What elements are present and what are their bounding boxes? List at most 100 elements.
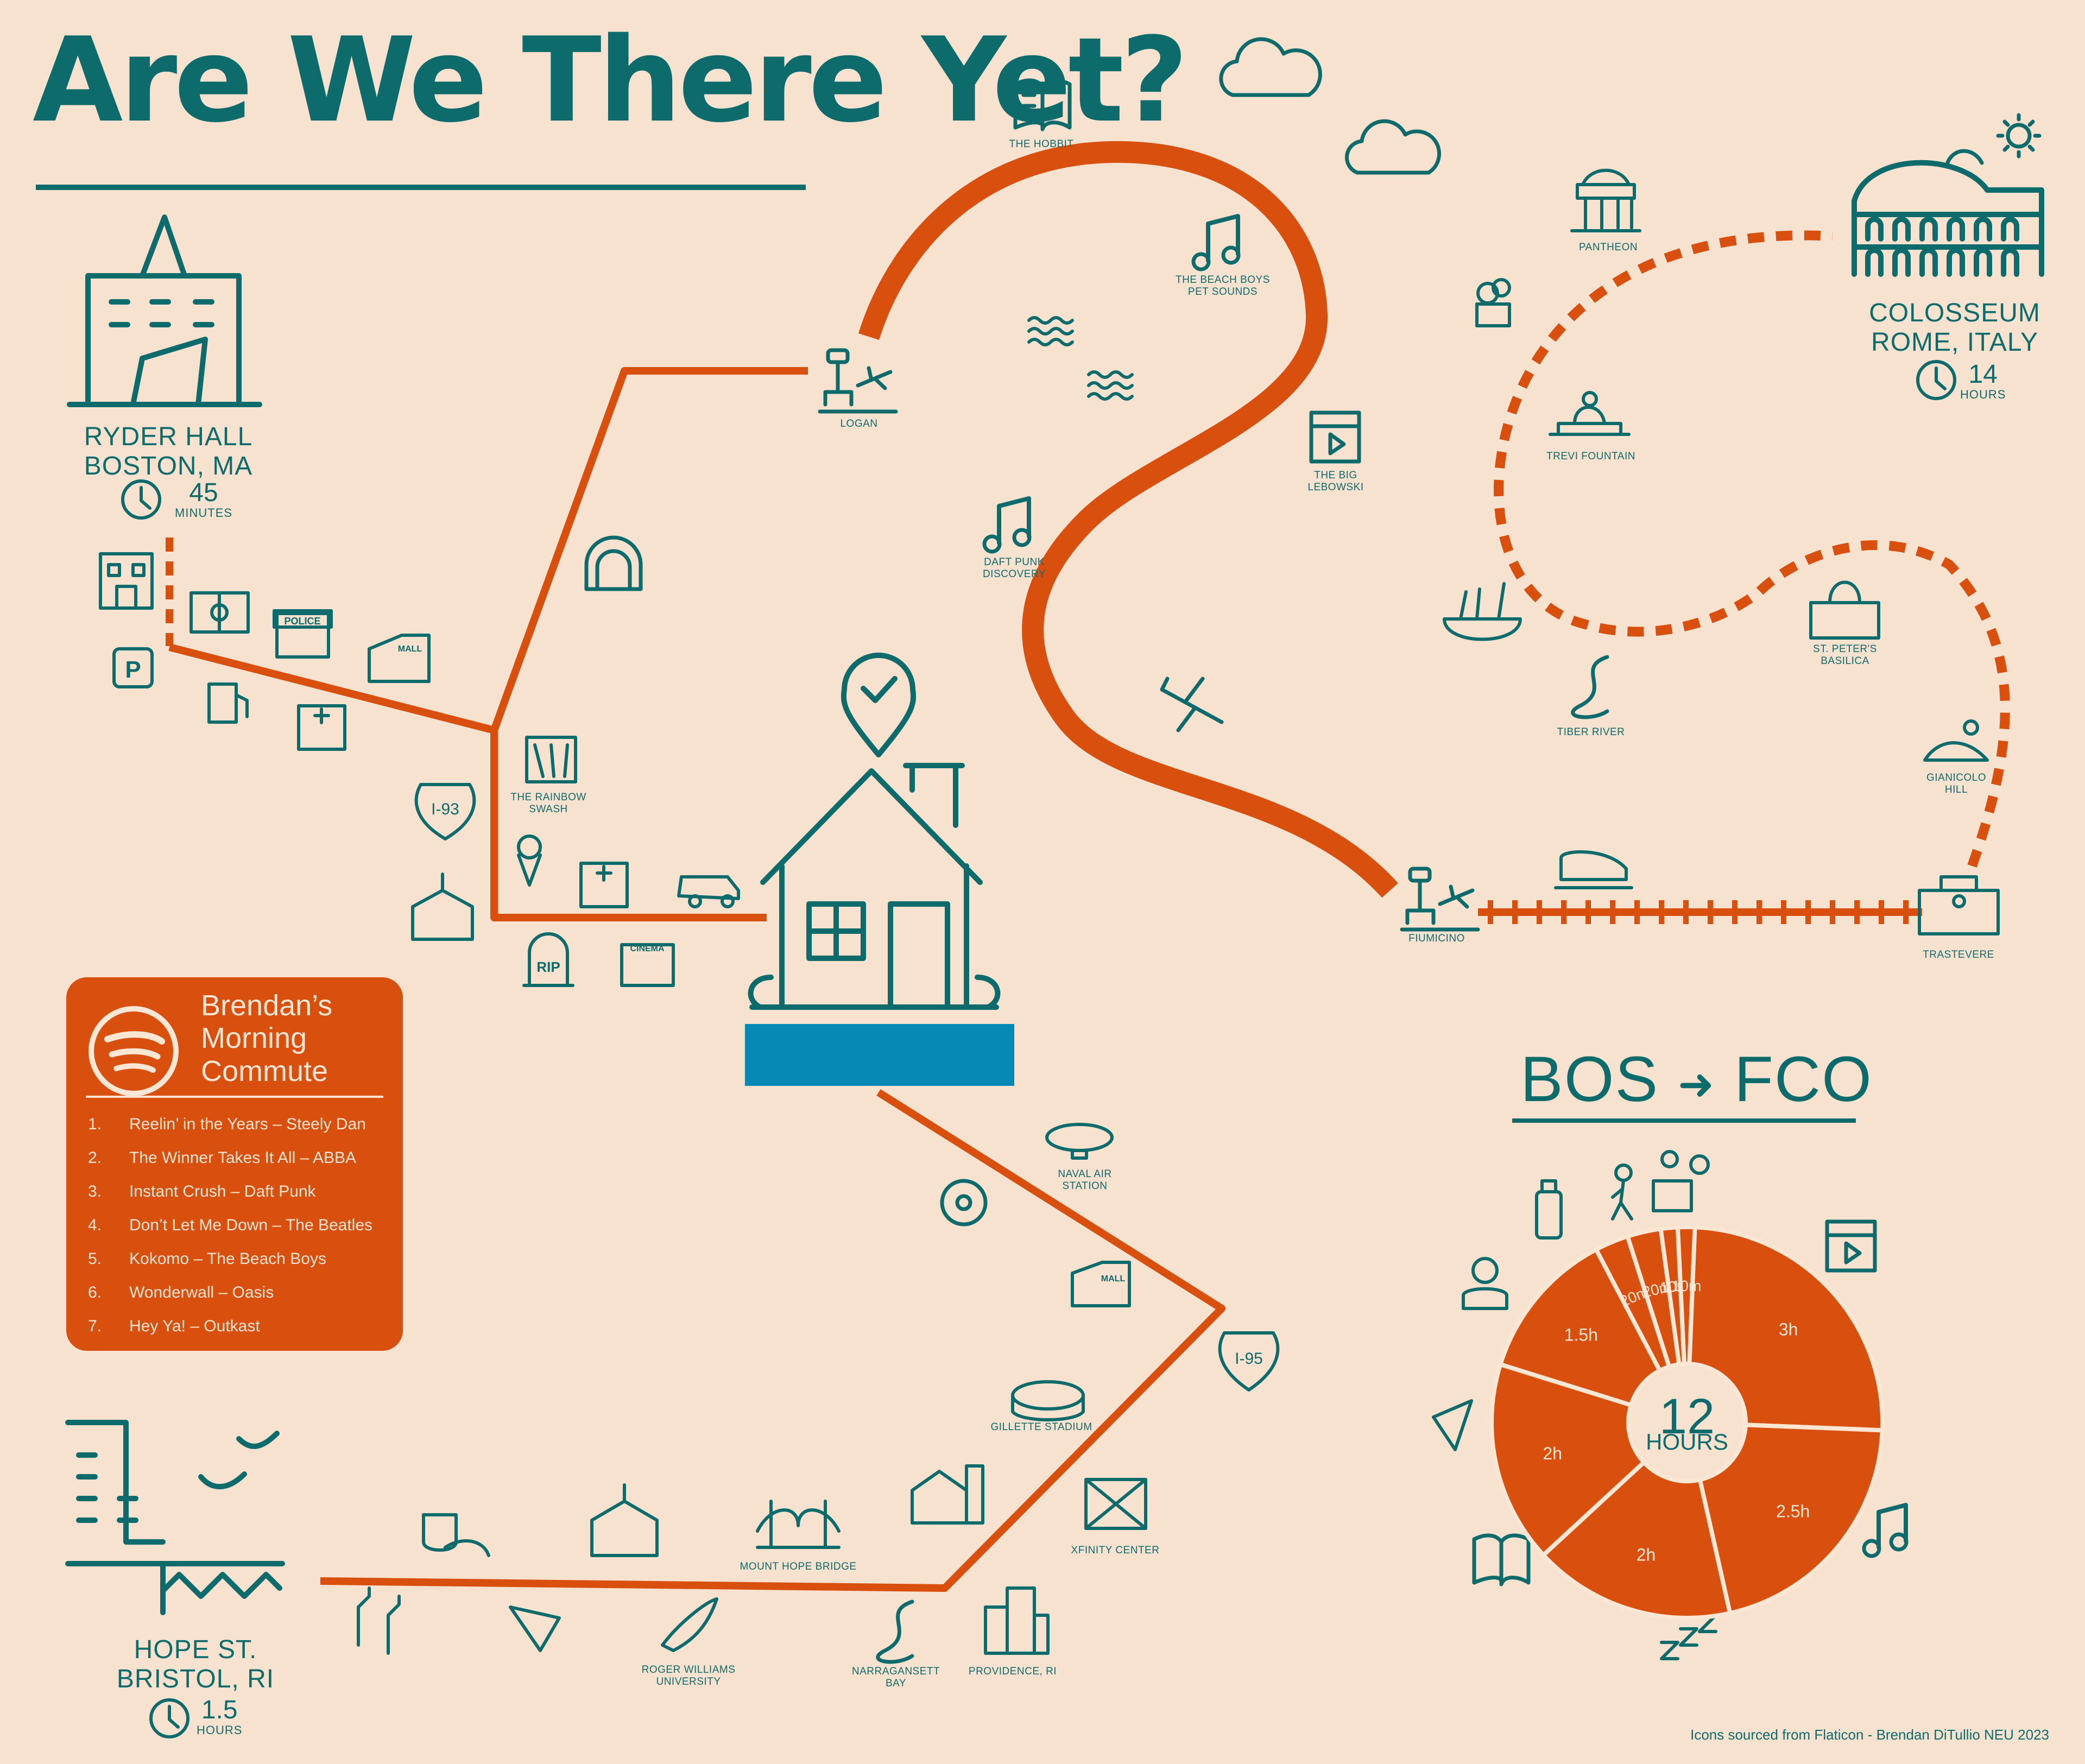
cinema-text: CINEMA [630,944,665,953]
label-trastevere: TRASTEVERE [1923,949,1994,960]
label-beach-boys-line1: THE BEACH BOYS [1176,274,1270,286]
hill-icon [1944,149,1984,168]
route-junction-to-logan [490,367,808,732]
start-duration-value: 45 [189,478,218,507]
rip-text: RIP [536,959,560,975]
playlist-title-line2: Morning [201,1022,307,1055]
donut-segment [1498,1246,1663,1408]
track-item: 6.Wonderwall – Oasis [86,1276,372,1310]
providence-skyline-icon [984,1586,1050,1655]
label-big-lebowski-line2: LEBOWSKI [1307,481,1364,493]
library-building-icon [99,552,154,610]
route-flight [858,141,1398,898]
label-rwu-line2: UNIVERSITY [656,1676,721,1687]
label-xfinity-center: XFINITY CENTER [1071,1545,1160,1556]
home-base-bar [745,1024,1014,1086]
label-mount-hope-bridge: MOUNT HOPE BRIDGE [740,1561,857,1572]
flight-heading-underline [1512,1118,1856,1123]
flight-from: BOS [1520,1044,1659,1115]
label-tiber-river: TIBER RIVER [1557,726,1625,738]
credit-text: Icons sourced from Flaticon - Brendan Di… [1690,1727,2049,1743]
blimp-icon [1045,1123,1114,1160]
fiumicino-airport-icon [1400,867,1480,932]
label-providence: PROVIDENCE, RI [968,1666,1057,1677]
police-station-icon [273,609,333,659]
track-number: 2. [88,1149,102,1167]
label-narragansett-line2: BAY [885,1677,907,1689]
music-note-icon [1206,214,1240,263]
label-fiumicino: FIUMICINO [1408,933,1465,944]
pilot-icon [1462,1257,1508,1310]
start-duration: 45 MINUTES [175,480,232,520]
track-title: Wonderwall – Oasis [129,1284,274,1301]
label-the-hobbit: THE HOBBIT [1009,138,1074,150]
start-place-line2: BOSTON, MA [84,451,253,480]
destination-duration-value: 14 [1968,360,1998,389]
parking-icon [112,647,154,688]
title-underline [36,185,806,190]
beer-bottles-icon [357,1586,401,1655]
pasta-icon [1443,582,1522,641]
hospital-icon [297,704,346,751]
gianicolo-hill-icon [1923,719,1989,762]
gelato-icon [1475,278,1511,327]
donut-segment [1675,1225,1697,1367]
track-item: 1.Reelin’ in the Years – Steely Dan [86,1108,372,1141]
label-narragansett-line1: NARRAGANSETT [851,1666,940,1677]
hospital-icon [579,862,629,908]
eagle-icon [661,1597,718,1652]
church-icon [411,872,474,941]
track-item: 2.The Winner Takes It All – ABBA [86,1141,372,1175]
origin-duration: 1.5 HOURS [197,1697,242,1737]
donut-segment [1687,1225,1885,1433]
destination-place-line1: COLOSSEUM [1869,299,2040,327]
track-number: 1. [88,1115,102,1133]
label-daft-punk-line1: DAFT PUNK [984,557,1045,568]
label-beach-boys-line2: PET SOUNDS [1187,286,1258,298]
donut-segment-label: 2h [1543,1444,1562,1463]
clapperboard-icon [1825,1219,1877,1273]
coffee-croissant-icon [422,1513,490,1557]
tunnel-icon [584,535,643,591]
track-number: 3. [88,1183,102,1200]
police-text: POLICE [284,616,320,627]
track-item: 7.Hey Ya! – Outkast [86,1310,372,1343]
track-title: Don’t Let Me Down – The Beatles [129,1216,373,1234]
cinema-icon [620,943,675,987]
interstate-shield-icon [1218,1331,1280,1392]
track-number: 5. [88,1250,102,1268]
track-item: 4.Don’t Let Me Down – The Beatles [86,1209,372,1242]
donut-segment [1489,1361,1647,1558]
destination-place: COLOSSEUM ROME, ITALY [1857,299,2052,357]
jeep-icon [677,875,740,908]
gravestone-icon [522,932,574,987]
donut-segment-label: 2h [1637,1545,1656,1565]
label-gianicolo-line1: GIANICOLO [1926,772,1987,783]
route-ryder-to-home [168,643,767,921]
interstate-shield-icon [414,783,476,840]
destination-duration: 14 HOURS [1960,362,2006,402]
location-pin-check-icon [841,653,917,757]
logan-airport-icon [818,348,898,414]
waves-icon [1027,316,1074,346]
waves-icon [1087,370,1134,401]
mall-text: MALL [398,644,422,654]
train-icon [1554,850,1633,889]
luggage-icon [1535,1179,1563,1240]
label-logan: LOGAN [840,418,878,429]
book-icon [1013,78,1072,131]
track-title: Instant Crush – Daft Punk [129,1183,316,1200]
bridge-icon [756,1500,841,1549]
xfinity-center-icon [1084,1478,1147,1530]
i93-shield-text: I-93 [431,800,459,818]
donut-segment-label: 2.5h [1776,1502,1810,1521]
track-item: 3. Instant Crush – Daft Punk [86,1175,372,1209]
start-place-line1: RYDER HALL [84,422,253,451]
